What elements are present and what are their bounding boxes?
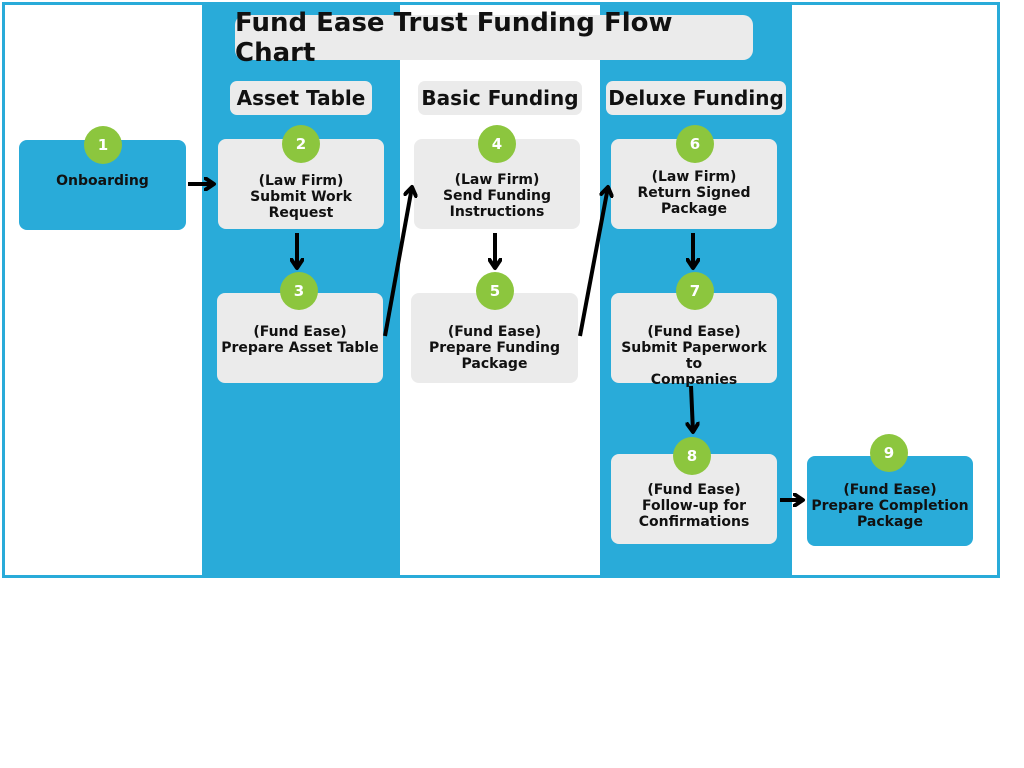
step-7-badge: 7 bbox=[676, 272, 714, 310]
step-6-actor: (Law Firm) bbox=[651, 169, 737, 185]
step-3-actor: (Fund Ease) bbox=[253, 324, 347, 340]
step-7-label: Submit Paperwork to Companies bbox=[621, 340, 767, 388]
step-3-label: Prepare Asset Table bbox=[221, 340, 379, 356]
step-2-label: Submit Work Request bbox=[250, 189, 352, 221]
step-5-actor: (Fund Ease) bbox=[447, 324, 542, 340]
step-2-badge: 2 bbox=[282, 125, 320, 163]
step-4-actor: (Law Firm) bbox=[454, 172, 540, 188]
step-3-badge: 3 bbox=[280, 272, 318, 310]
step-1-label: Onboarding bbox=[56, 173, 149, 189]
step-4-label: Send Funding Instructions bbox=[442, 188, 552, 220]
step-8-actor: (Fund Ease) bbox=[647, 482, 741, 498]
column-header-deluxe-funding: Deluxe Funding bbox=[606, 81, 786, 115]
step-6-badge: 6 bbox=[676, 125, 714, 163]
column-header-basic-funding: Basic Funding bbox=[418, 81, 582, 115]
step-7-submit-paperwork: (Fund Ease) Submit Paperwork to Companie… bbox=[611, 293, 777, 388]
step-5-badge: 5 bbox=[476, 272, 514, 310]
step-4-badge: 4 bbox=[478, 125, 516, 163]
step-5-label: Prepare Funding Package bbox=[428, 340, 560, 372]
step-2-actor: (Law Firm) bbox=[258, 173, 344, 189]
column-header-asset-table: Asset Table bbox=[230, 81, 372, 115]
step-1-onboarding: Onboarding bbox=[19, 140, 186, 230]
arrow-7-to-8 bbox=[691, 385, 693, 432]
step-9-badge: 9 bbox=[870, 434, 908, 472]
step-7-actor: (Fund Ease) bbox=[647, 324, 741, 340]
step-9-label: Prepare Completion Package bbox=[811, 498, 969, 530]
step-3-prepare-asset-table: (Fund Ease) Prepare Asset Table bbox=[217, 293, 383, 383]
step-8-badge: 8 bbox=[673, 437, 711, 475]
step-9-actor: (Fund Ease) bbox=[843, 482, 937, 498]
step-8-label: Follow-up for Confirmations bbox=[638, 498, 750, 530]
step-6-label: Return Signed Package bbox=[637, 185, 751, 217]
step-1-badge: 1 bbox=[84, 126, 122, 164]
arrow-5-to-6 bbox=[578, 187, 608, 337]
arrow-3-to-4 bbox=[383, 187, 412, 337]
step-4-send-funding-instructions: (Law Firm) Send Funding Instructions bbox=[414, 139, 580, 229]
